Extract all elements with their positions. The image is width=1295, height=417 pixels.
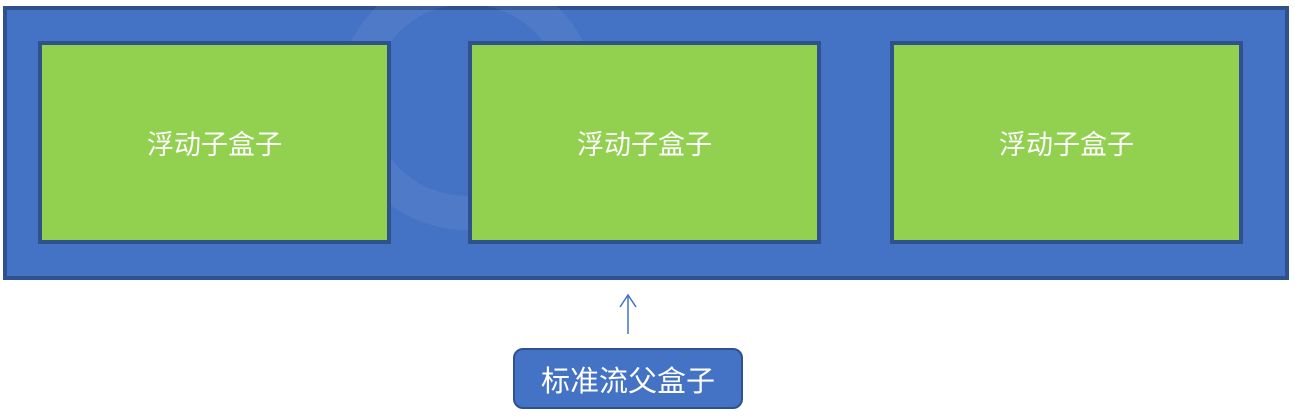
floating-child-box-2: 浮动子盒子 <box>468 41 821 244</box>
standard-flow-parent-box: 浮动子盒子 浮动子盒子 浮动子盒子 <box>3 0 1289 280</box>
up-arrow-icon <box>619 293 637 334</box>
parent-box-label-text: 标准流父盒子 <box>540 363 715 398</box>
child-box-label: 浮动子盒子 <box>147 130 282 161</box>
parent-box-label: 标准流父盒子 <box>513 348 743 409</box>
floating-child-box-1: 浮动子盒子 <box>38 41 391 244</box>
child-box-label: 浮动子盒子 <box>577 130 712 161</box>
child-box-label: 浮动子盒子 <box>999 130 1134 161</box>
floating-child-box-3: 浮动子盒子 <box>890 41 1243 244</box>
